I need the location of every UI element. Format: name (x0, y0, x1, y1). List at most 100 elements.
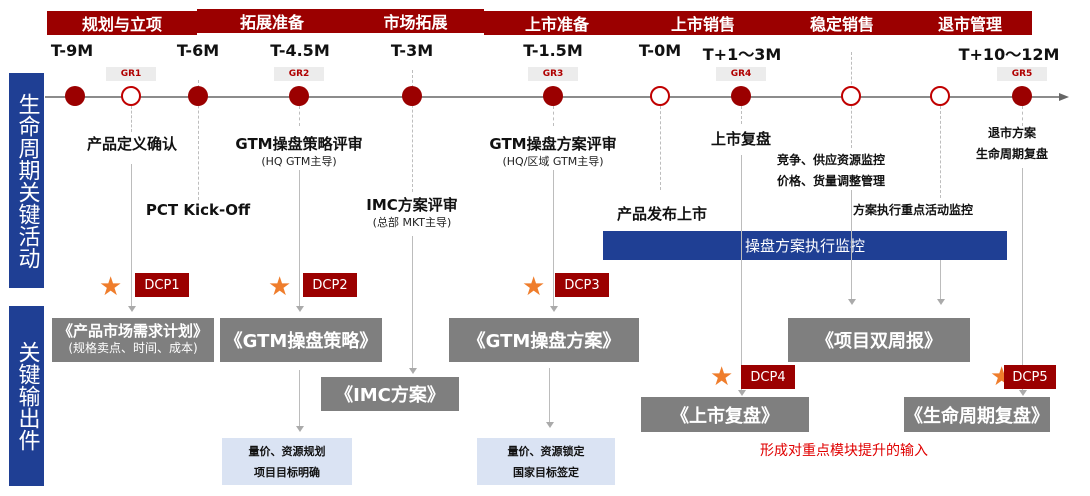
exit-line: 生命周期复盘 (976, 147, 1049, 161)
guide-line (553, 106, 554, 126)
monitor-line: 价格、货量调整管理 (777, 174, 886, 188)
milestone-node (841, 86, 861, 106)
phase-label: 规划与立项 (81, 15, 162, 34)
phase-label: 拓展准备 (239, 13, 304, 32)
monitor-line: 竞争、供应资源监控 (777, 153, 886, 167)
phase-label: 上市销售 (670, 15, 735, 34)
arrow-down-icon (847, 299, 856, 305)
note-line: 量价、资源锁定 (507, 444, 585, 458)
arrow-down-icon (737, 390, 746, 396)
phase-exit-management: 退市管理 (908, 11, 1032, 35)
phase-stable-sales: 稳定销售 (776, 11, 908, 35)
time-label: T-1.5M (523, 41, 583, 60)
output-imc-plan: 《IMC方案》 (321, 377, 459, 411)
activity-market-monitor: 竞争、供应资源监控 价格、货量调整管理 (777, 150, 885, 192)
timeline-arrow-icon (1059, 93, 1069, 101)
phase-label: 市场拓展 (383, 13, 448, 32)
activity-imc-review-sub: (总部 MKT主导) (372, 216, 452, 229)
dcp-tag-3: DCP3 (555, 273, 609, 297)
time-label: T-9M (50, 41, 94, 60)
execution-monitor-bar: 操盘方案执行监控 (603, 231, 1007, 260)
arrow-down-icon (408, 368, 417, 374)
dcp-tag-2: DCP2 (303, 273, 357, 297)
activity-gtm-plan-review-sub: (HQ/区域 GTM主导) (502, 155, 604, 168)
exit-line: 退市方案 (988, 126, 1037, 140)
activity-gtm-strategy-review-sub: (HQ GTM主导) (261, 155, 337, 168)
guide-line (412, 70, 413, 192)
gate-label-gr3: GR3 (528, 67, 578, 81)
connector-line (549, 368, 550, 424)
connector-line (1022, 168, 1023, 392)
connector-line (851, 190, 852, 300)
side-label-text: 关键输出件 (14, 341, 40, 451)
note-volume-resource-plan: 量价、资源规划 项目目标明确 (222, 438, 352, 485)
arrow-down-icon (295, 426, 304, 432)
output-gtm-strategy: 《GTM操盘策略》 (220, 318, 382, 362)
star-icon: ★ (710, 362, 734, 392)
milestone-node (930, 86, 950, 106)
activity-gtm-strategy-review: GTM操盘策略评审 (235, 135, 363, 153)
note-volume-resource-lock: 量价、资源锁定 国家目标签定 (477, 438, 615, 485)
gate-label-gr5: GR5 (997, 67, 1047, 81)
activity-product-definition: 产品定义确认 (86, 135, 178, 153)
side-label-text: 生命周期关键活动 (14, 92, 40, 269)
time-label: T+10～12M (958, 45, 1060, 64)
output-biweekly-report: 《项目双周报》 (788, 318, 970, 362)
star-icon: ★ (99, 272, 123, 302)
gate-label-gr4: GR4 (716, 67, 766, 81)
gate-node-gr3 (543, 86, 563, 106)
phase-label: 稳定销售 (809, 15, 874, 34)
output-pmrp: 《产品市场需求计划》 (规格卖点、时间、成本) (52, 318, 214, 362)
gate-node-gr5 (1012, 86, 1032, 106)
arrow-down-icon (936, 299, 945, 305)
milestone-node (188, 86, 208, 106)
guide-line (940, 106, 941, 198)
side-label-activities: 生命周期关键活动 (9, 73, 44, 288)
connector-line (553, 170, 554, 310)
gate-node-gr2 (289, 86, 309, 106)
gate-label-gr2: GR2 (274, 67, 324, 81)
phase-label: 上市准备 (524, 15, 589, 34)
gate-label-gr1: GR1 (106, 67, 156, 81)
output-title: 《产品市场需求计划》 (57, 322, 208, 340)
time-label: T-4.5M (270, 41, 330, 60)
note-line: 国家目标签定 (513, 465, 579, 479)
arrow-down-icon (1018, 390, 1027, 396)
phase-label: 退市管理 (937, 15, 1002, 34)
star-icon: ★ (522, 272, 546, 302)
time-label: T-0M (638, 41, 682, 60)
connector-line (131, 164, 132, 310)
phase-planning: 规划与立项 (47, 11, 197, 35)
activity-imc-review: IMC方案评审 (366, 196, 458, 214)
phase-launch-sales: 上市销售 (630, 11, 776, 35)
output-subtitle: (规格卖点、时间、成本) (68, 341, 198, 355)
milestone-node (650, 86, 670, 106)
connector-line (940, 260, 941, 300)
output-launch-review: 《上市复盘》 (641, 397, 809, 432)
connector-line (299, 170, 300, 310)
dcp-tag-5: DCP5 (1004, 365, 1056, 389)
activity-gtm-plan-review: GTM操盘方案评审 (489, 135, 617, 153)
activity-product-launch: 产品发布上市 (616, 205, 708, 223)
time-label: T-3M (390, 41, 434, 60)
arrow-down-icon (295, 306, 304, 312)
guide-line (1022, 106, 1023, 126)
guide-line (198, 80, 199, 200)
activity-exit-plan: 退市方案 生命周期复盘 (976, 123, 1048, 165)
star-icon: ★ (268, 272, 292, 302)
connector-line (741, 155, 742, 391)
milestone-node (65, 86, 85, 106)
arrow-down-icon (549, 306, 558, 312)
output-lifecycle-review: 《生命周期复盘》 (904, 397, 1050, 432)
output-gtm-plan: 《GTM操盘方案》 (449, 318, 639, 362)
note-line: 量价、资源规划 (248, 444, 326, 458)
phase-market-expansion: 市场拓展 (347, 9, 484, 33)
activity-pct-kickoff: PCT Kick-Off (145, 201, 251, 219)
phase-launch-prep: 上市准备 (484, 11, 630, 35)
gate-node-gr4 (731, 86, 751, 106)
arrow-down-icon (127, 306, 136, 312)
guide-line (660, 106, 661, 190)
side-label-outputs: 关键输出件 (9, 306, 44, 486)
dcp-tag-4: DCP4 (741, 365, 795, 389)
guide-line (741, 106, 742, 124)
